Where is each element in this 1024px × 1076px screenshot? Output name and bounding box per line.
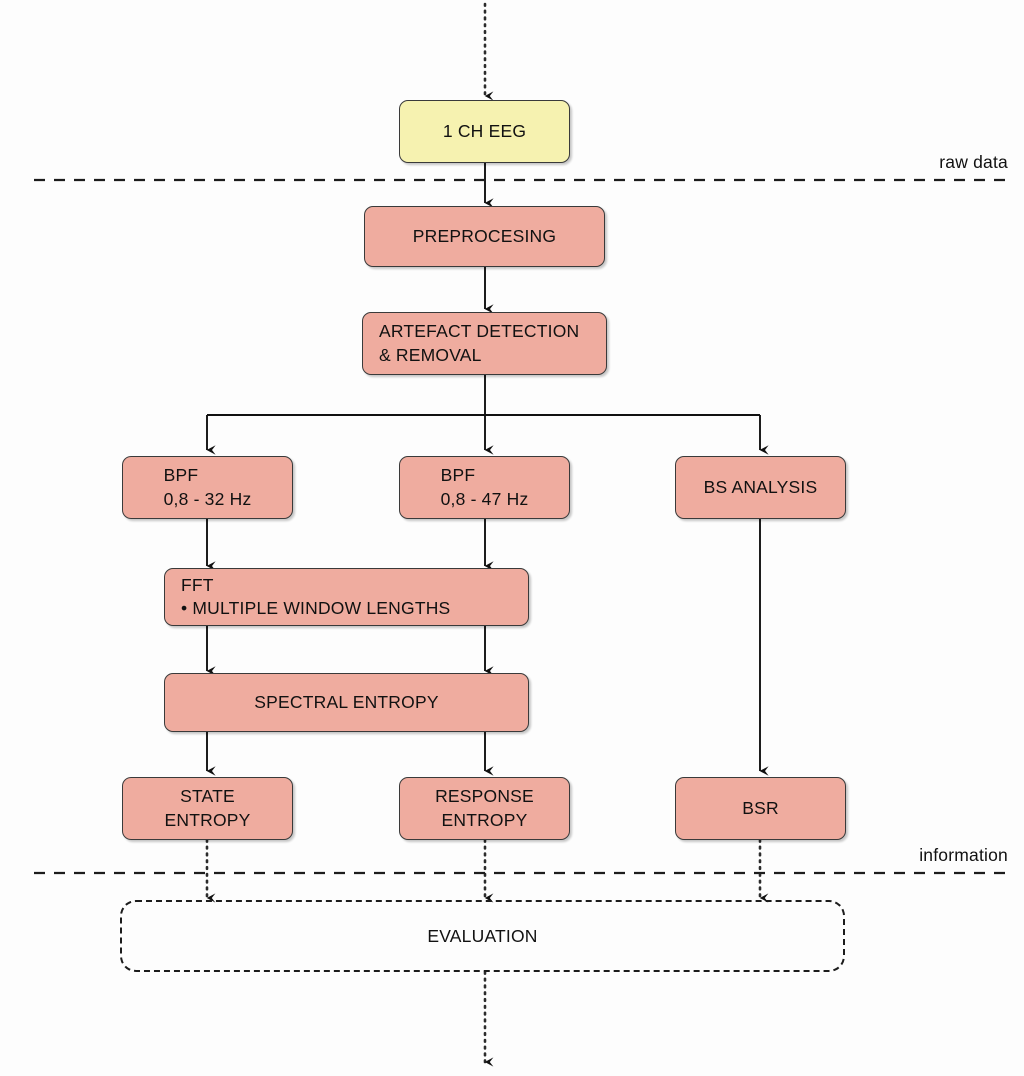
node-spectral-entropy[interactable]: SPECTRAL ENTROPY: [164, 673, 529, 732]
node-bpf-47hz[interactable]: BPF 0,8 - 47 Hz: [399, 456, 570, 519]
node-fft-label: FFT • MULTIPLE WINDOW LENGTHS: [181, 574, 451, 618]
zone-label-information: information: [919, 845, 1008, 865]
node-bpf-32hz-label: BPF 0,8 - 32 Hz: [163, 465, 252, 509]
node-source-eeg[interactable]: 1 CH EEG: [399, 100, 570, 163]
node-spectral-entropy-label: SPECTRAL ENTROPY: [254, 691, 439, 712]
node-bpf-47hz-label: BPF 0,8 - 47 Hz: [440, 465, 529, 509]
node-preprocessing-label: PREPROCESING: [412, 225, 557, 246]
node-artefact-detection-label: ARTEFACT DETECTION & REMOVAL: [379, 321, 580, 365]
node-evaluation-label: EVALUATION: [427, 925, 538, 946]
node-fft[interactable]: FFT • MULTIPLE WINDOW LENGTHS: [164, 568, 529, 626]
node-bpf-32hz[interactable]: BPF 0,8 - 32 Hz: [122, 456, 293, 519]
node-response-entropy[interactable]: RESPONSE ENTROPY: [399, 777, 570, 840]
node-artefact-detection[interactable]: ARTEFACT DETECTION & REMOVAL: [362, 312, 607, 375]
node-bsr[interactable]: BSR: [675, 777, 846, 840]
zone-label-raw-data: raw data: [939, 152, 1008, 172]
node-preprocessing[interactable]: PREPROCESING: [364, 206, 605, 267]
node-state-entropy[interactable]: STATE ENTROPY: [122, 777, 293, 840]
node-response-entropy-label: RESPONSE ENTROPY: [435, 786, 534, 830]
node-bs-analysis-label: BS ANALYSIS: [703, 476, 818, 497]
node-source-eeg-label: 1 CH EEG: [442, 120, 527, 141]
node-evaluation[interactable]: EVALUATION: [120, 900, 845, 972]
node-bsr-label: BSR: [742, 797, 779, 818]
node-state-entropy-label: STATE ENTROPY: [164, 786, 251, 830]
node-bs-analysis[interactable]: BS ANALYSIS: [675, 456, 846, 519]
